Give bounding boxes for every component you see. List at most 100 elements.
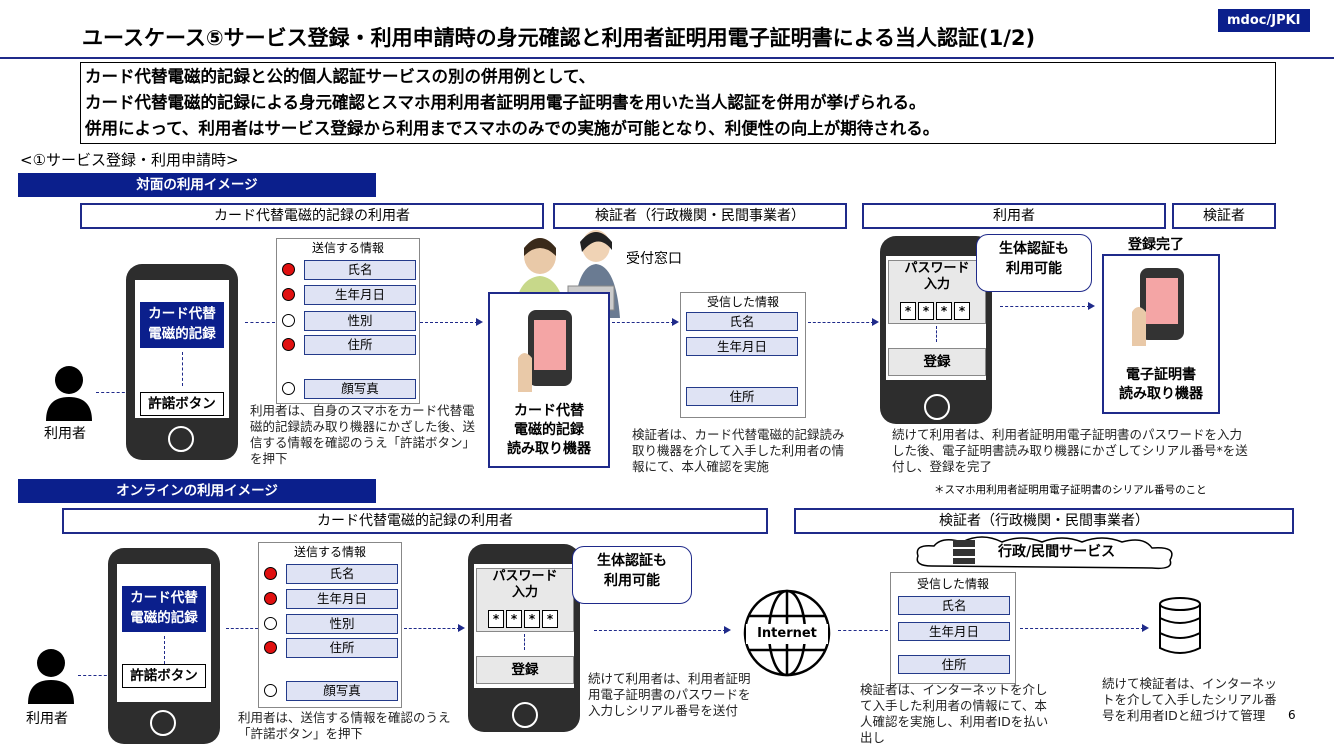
face-user-desc: 利用者は、自身のスマホをカード代替電磁的記録読み取り機器にかざした後、送信する情… — [250, 403, 476, 466]
phone-screen: カード代替 電磁的記録 許諾ボタン — [135, 280, 229, 418]
complete-label: 登録完了 — [1128, 237, 1184, 253]
card-record-screen: カード代替 電磁的記録 — [140, 302, 224, 348]
arrow-line — [936, 326, 937, 342]
optional-dot — [264, 684, 277, 697]
title-divider — [0, 57, 1334, 59]
home-button — [512, 702, 538, 728]
recv-field-name: 氏名 — [686, 312, 798, 331]
phone-screen: カード代替 電磁的記録 許諾ボタン — [117, 564, 211, 702]
consent-button[interactable]: 許諾ボタン — [122, 664, 206, 688]
online-bar: オンラインの利用イメージ — [18, 479, 376, 503]
cert-reader-label: 電子証明書 読み取り機器 — [1119, 367, 1203, 402]
optional-dot — [282, 382, 295, 395]
required-dot — [282, 338, 295, 351]
summary-line: カード代替電磁的記録による身元確認とスマホ用利用者証明用電子証明書を用いた当人認… — [85, 93, 926, 112]
reader-label: カード代替 電磁的記録 読み取り機器 — [507, 403, 591, 457]
service-label: 行政/民間サービス — [998, 544, 1116, 560]
password-char: * — [918, 302, 934, 320]
recv-field-birthdate: 生年月日 — [898, 622, 1010, 641]
internet-label: Internet — [746, 624, 828, 644]
face-verifier-desc: 検証者は、カード代替電磁的記録読み取り機器を介して入手した利用者の情報にて、本人… — [632, 427, 845, 474]
online-role-verifier: 検証者（行政機関・民間事業者） — [794, 508, 1294, 534]
smartphone: カード代替 電磁的記録 許諾ボタン — [108, 548, 220, 744]
field-gender: 性別 — [304, 311, 416, 331]
face-role-user2: 利用者 — [862, 203, 1166, 229]
arrowhead — [672, 318, 679, 326]
password-char: * — [524, 610, 540, 628]
password-char: * — [936, 302, 952, 320]
phone-screen: パスワード 入力 * * * * 登録 — [886, 256, 986, 380]
online-verifier2-desc: 続けて検証者は、インターネットを介して入手したシリアル番号を利用者IDと紐づけて… — [1102, 676, 1278, 723]
required-dot — [264, 592, 277, 605]
field-gender: 性別 — [286, 614, 398, 634]
database-icon — [1158, 596, 1202, 660]
page-number: 6 — [1288, 708, 1296, 722]
summary-line: カード代替電磁的記録と公的個人認証サービスの別の併用例として、 — [85, 67, 596, 86]
online-user2-desc: 続けて利用者は、利用者証明用電子証明書のパスワードを入力しシリアル番号を送付 — [588, 671, 751, 718]
password-char: * — [900, 302, 916, 320]
recv-field-address: 住所 — [686, 387, 798, 406]
face-role-verifier2: 検証者 — [1172, 203, 1276, 229]
arrow-line — [182, 352, 183, 386]
password-char: * — [954, 302, 970, 320]
password-char: * — [542, 610, 558, 628]
required-dot — [264, 567, 277, 580]
recv-field-address: 住所 — [898, 655, 1010, 674]
arrow-line — [838, 630, 888, 631]
panel-title: 送信する情報 — [293, 545, 366, 559]
phone-screen: パスワード 入力 * * * * 登録 — [474, 564, 574, 688]
home-button — [150, 710, 176, 736]
arrowhead — [476, 318, 483, 326]
biometric-bubble: 生体認証も 利用可能 — [976, 234, 1092, 292]
face-user2-desc: 続けて利用者は、利用者証明用電子証明書のパスワードを入力した後、電子証明書読み取… — [892, 427, 1248, 474]
online-user-desc: 利用者は、送信する情報を確認のうえ「許諾ボタン」を押下 — [238, 710, 451, 741]
field-name: 氏名 — [304, 260, 416, 280]
arrow-line — [524, 634, 525, 650]
arrow-line — [808, 322, 874, 323]
field-name: 氏名 — [286, 564, 398, 584]
panel-title: 受信した情報 — [916, 577, 989, 591]
field-address: 住所 — [286, 638, 398, 658]
smartphone: パスワード 入力 * * * * 登録 — [468, 544, 580, 732]
person-icon — [26, 648, 76, 708]
cert-reader: 電子証明書 読み取り機器 — [1102, 254, 1220, 414]
field-birthdate: 生年月日 — [286, 589, 398, 609]
field-address: 住所 — [304, 335, 416, 355]
cloud-icon — [912, 534, 1182, 578]
arrow-line — [1000, 306, 1090, 307]
home-button — [924, 394, 950, 420]
arrow-line — [226, 628, 258, 629]
panel-title: 受信した情報 — [706, 295, 779, 309]
person-label: 利用者 — [44, 426, 86, 442]
arrow-line — [164, 636, 165, 664]
field-birthdate: 生年月日 — [304, 285, 416, 305]
arrow-line — [420, 322, 478, 323]
doc-tag: mdoc/JPKI — [1218, 9, 1310, 32]
arrowhead — [1142, 624, 1149, 632]
home-button — [168, 426, 194, 452]
password-char: * — [488, 610, 504, 628]
card-record-screen: カード代替 電磁的記録 — [122, 586, 206, 632]
person-label: 利用者 — [26, 711, 68, 727]
face-role-user: カード代替電磁的記録の利用者 — [80, 203, 544, 229]
arrowhead — [458, 624, 465, 632]
consent-button[interactable]: 許諾ボタン — [140, 392, 224, 416]
password-label: パスワード 入力 — [904, 261, 970, 292]
footnote: ＊スマホ用利用者証明用電子証明書のシリアル番号のこと — [934, 484, 1207, 496]
summary-line: 併用によって、利用者はサービス登録から利用までスマホのみでの実施が可能となり、利… — [85, 119, 940, 138]
arrowhead — [1088, 302, 1095, 310]
arrowhead — [724, 626, 731, 634]
field-photo: 顔写真 — [304, 379, 416, 399]
online-verifier-desc: 検証者は、インターネットを介して入手した利用者の情報にて、本人確認を実施し、利用… — [860, 682, 1049, 745]
register-button[interactable]: 登録 — [476, 656, 574, 684]
password-char: * — [506, 610, 522, 628]
required-dot — [282, 263, 295, 276]
arrow-line — [245, 322, 275, 323]
reader-phone-icon — [1132, 266, 1192, 350]
recv-field-name: 氏名 — [898, 596, 1010, 615]
register-button[interactable]: 登録 — [888, 348, 986, 376]
arrow-line — [78, 675, 112, 676]
face-role-verifier: 検証者（行政機関・民間事業者） — [553, 203, 847, 229]
field-photo: 顔写真 — [286, 681, 398, 701]
counter-label: 受付窓口 — [626, 251, 682, 267]
